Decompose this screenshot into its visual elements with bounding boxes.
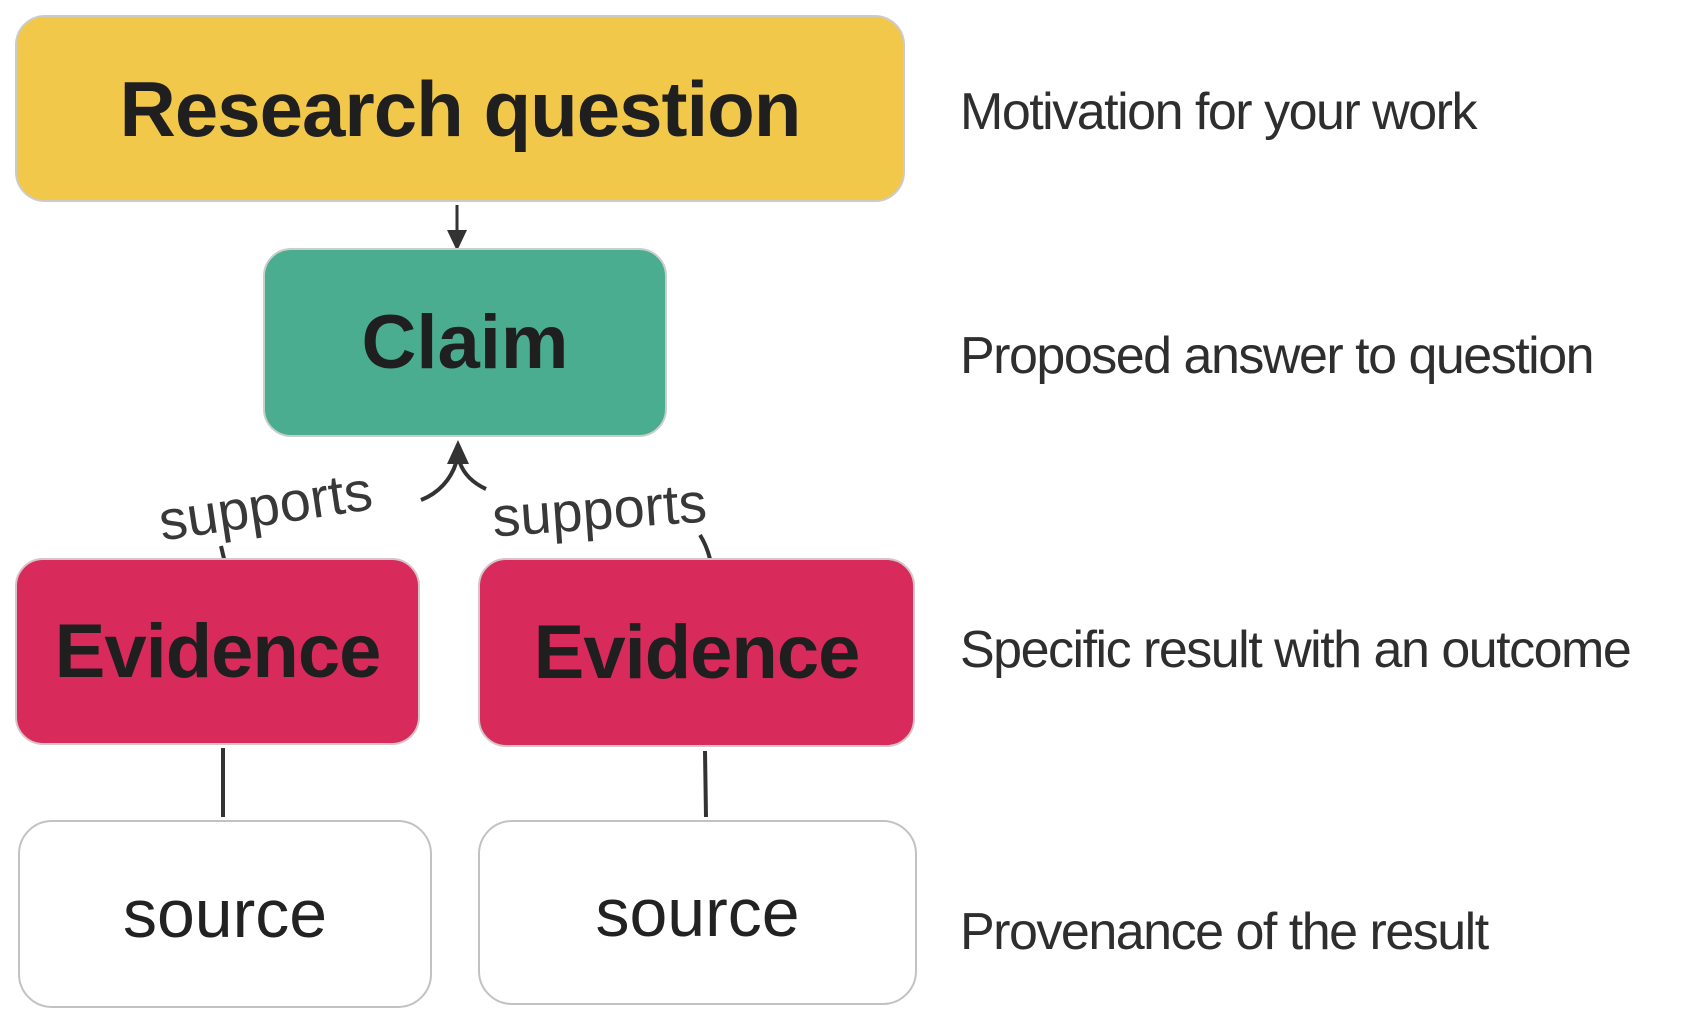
- arrow-research-to-claim: [447, 205, 467, 251]
- node-source-right: source: [478, 820, 917, 1005]
- node-evidence-left-label: Evidence: [54, 608, 382, 694]
- node-evidence-right-label: Evidence: [533, 609, 861, 695]
- annotation-source: Provenance of the result: [960, 903, 1489, 961]
- edge-label-supports-right: supports: [490, 470, 709, 549]
- node-evidence-right: Evidence: [478, 558, 915, 747]
- node-claim-label: Claim: [361, 299, 569, 385]
- annotation-evidence: Specific result with an outcome: [960, 621, 1632, 679]
- node-claim: Claim: [263, 248, 667, 437]
- annotation-research: Motivation for your work: [960, 83, 1477, 141]
- node-evidence-left: Evidence: [15, 558, 420, 745]
- arrow-supports-to-claim: [420, 440, 487, 502]
- edge-evidence-right-to-source: [703, 750, 708, 818]
- annotation-claim: Proposed answer to question: [960, 327, 1595, 385]
- edge-stub-right-supports: [698, 533, 712, 560]
- node-research-question-label: Research question: [119, 64, 802, 153]
- node-research-question: Research question: [15, 15, 905, 202]
- node-source-right-label: source: [595, 874, 800, 951]
- node-source-left-label: source: [122, 876, 328, 952]
- node-source-left: source: [18, 820, 432, 1008]
